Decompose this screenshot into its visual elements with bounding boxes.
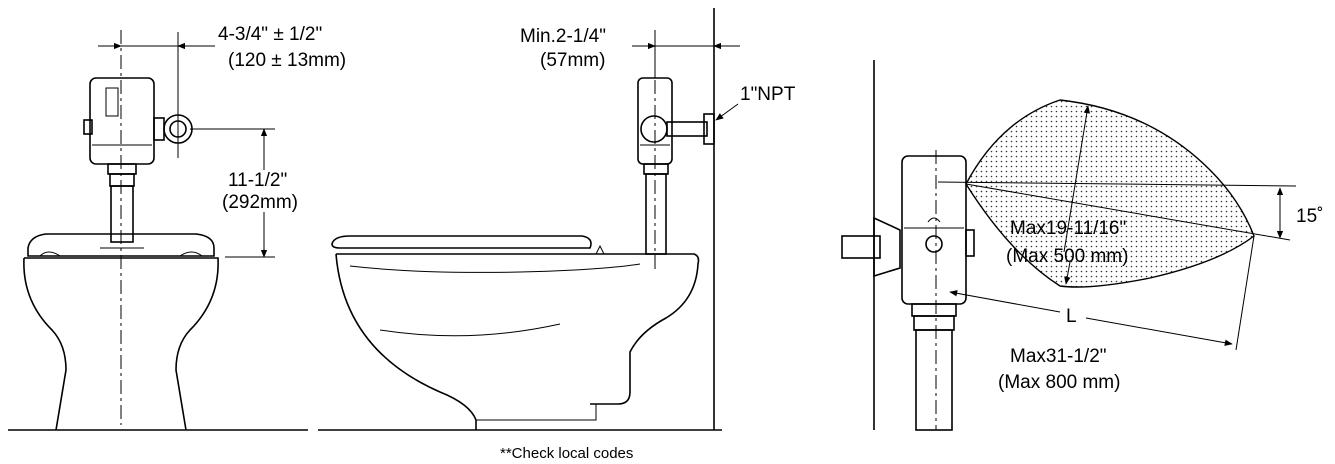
height-dim-label: 11-1/2" — [228, 170, 287, 191]
long-range-label: Max31-1/2" — [1010, 346, 1107, 367]
sensor-view: 15˚ Max19-11/16" (Max 500 mm) L Max31-1/… — [841, 60, 1323, 431]
short-range-arrow — [1063, 105, 1090, 253]
wall-dim-mm-label: (57mm) — [540, 50, 605, 71]
length-arrow-right — [1085, 317, 1233, 346]
front-dimensions — [98, 32, 275, 258]
short-range-lower-arrow — [1064, 261, 1071, 285]
tilted-reference — [965, 183, 1291, 241]
angle-label: 15˚ — [1296, 206, 1323, 227]
front-toilet — [23, 233, 219, 431]
wall-dim-label: Min.2-1/4" — [520, 26, 606, 47]
front-view: 4-3/4" ± 1/2" (120 ± 13mm) 11-1/2" (292m… — [8, 24, 346, 431]
side-view: Min.2-1/4" (57mm) 1"NPT **Check local co… — [318, 8, 796, 462]
sensor-body — [901, 155, 975, 431]
long-range-mm-label: (Max 800 mm) — [998, 372, 1120, 393]
length-symbol: L — [1066, 306, 1077, 327]
detection-zone — [965, 99, 1255, 288]
side-toilet — [331, 235, 700, 430]
front-flush-valve — [83, 77, 193, 243]
length-arrow-left — [949, 290, 1061, 313]
offset-dim-mm-label: (120 ± 13mm) — [228, 50, 346, 71]
pipe-size-label: 1"NPT — [740, 84, 796, 105]
horizontal-reference — [937, 181, 1297, 187]
footnote: **Check local codes — [500, 445, 633, 462]
height-dim-mm-label: (292mm) — [222, 192, 298, 213]
short-range-mm-label: (Max 500 mm) — [1006, 246, 1128, 267]
side-dimensions — [632, 30, 740, 121]
supply-pipe — [841, 216, 901, 278]
offset-dim-label: 4-3/4" ± 1/2" — [218, 24, 322, 45]
side-flush-valve — [637, 77, 715, 255]
short-range-label: Max19-11/16" — [1010, 218, 1126, 239]
range-end-line — [1235, 235, 1255, 351]
